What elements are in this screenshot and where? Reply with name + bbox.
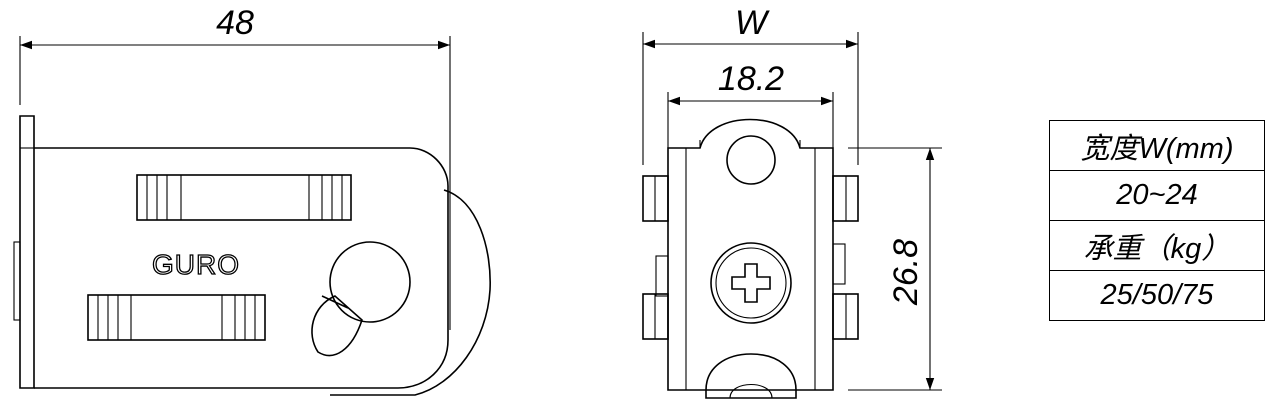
- spec-row-load-header: 承重（kg）: [1049, 220, 1265, 271]
- wheel-outline: [330, 189, 491, 396]
- main-body: [34, 147, 449, 389]
- back-plate: [19, 115, 35, 389]
- front-view: W 18.2: [642, 4, 942, 399]
- adjustment-knob: [311, 241, 411, 357]
- brand-logo: GURO: [152, 249, 240, 280]
- side-view: 48: [13, 4, 491, 396]
- dim-18-label: 18.2: [718, 60, 784, 98]
- spec-row-width-value: 20~24: [1049, 170, 1265, 221]
- dim-268-label: 26.8: [887, 239, 925, 306]
- front-housing: [667, 118, 834, 391]
- wheel-groove: [729, 384, 773, 399]
- screw-icon: [710, 242, 792, 324]
- width-header-cell: 宽度W(mm): [1049, 120, 1265, 171]
- spec-row-width-header: 宽度W(mm): [1049, 120, 1265, 171]
- bottom-slot: [87, 294, 266, 341]
- inner-top-curve: [699, 140, 801, 148]
- top-slot: [136, 174, 352, 221]
- spec-row-load-value: 25/50/75: [1049, 270, 1265, 321]
- dim-48-label: 48: [216, 4, 254, 42]
- load-header-cell: 承重（kg）: [1049, 220, 1265, 271]
- width-value-cell: 20~24: [1049, 170, 1265, 221]
- right-tab-mid: [832, 243, 846, 285]
- back-plate-notch: [13, 241, 21, 321]
- bottom-wheel: [705, 353, 797, 399]
- axle-hole: [726, 135, 776, 185]
- left-tab-mid: [655, 255, 669, 297]
- load-value-cell: 25/50/75: [1049, 270, 1265, 321]
- dim-w-label: W: [735, 4, 770, 42]
- spec-table: 宽度W(mm) 20~24 承重（kg） 25/50/75: [1049, 120, 1265, 321]
